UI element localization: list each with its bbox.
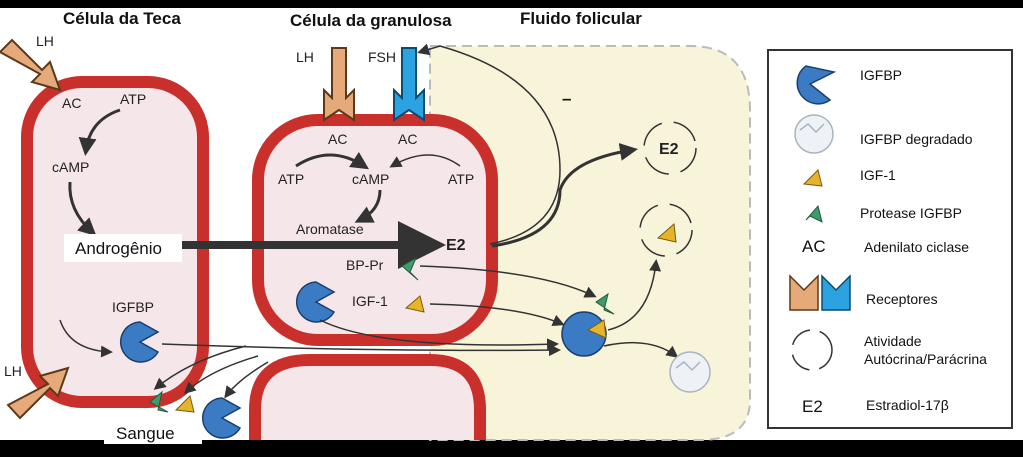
- blood-arrow-3: [224, 361, 269, 399]
- blood-label-box: [104, 420, 202, 444]
- e2-fluid-activity-icon: [643, 121, 697, 175]
- igf1-label: IGF-1: [352, 293, 388, 309]
- follicular-fluid-region: [429, 45, 751, 441]
- legend-receptors-label: Receptores: [866, 291, 938, 307]
- igfbp-theca-icon: [120, 321, 160, 363]
- lh-receptor-bottom-icon: [6, 366, 70, 420]
- androgen-label: Androgênio: [75, 239, 162, 258]
- igfbp-blood-icon: [202, 397, 242, 439]
- legend-degraded-icon: [794, 114, 834, 154]
- camp-label-granulosa: cAMP: [352, 171, 389, 187]
- protease-blood-icon: [149, 390, 169, 413]
- protease-granulosa-icon: [401, 256, 419, 281]
- header-fluid: Fluido folicular: [520, 9, 642, 28]
- camp-to-androgen-arrow: [68, 181, 97, 237]
- legend-degraded-label: IGFBP degradado: [860, 131, 973, 147]
- lh-label-top: LH: [36, 33, 54, 49]
- igfbp-gran-to-complex-arrow: [319, 319, 559, 351]
- fsh-receptor-icon: [393, 47, 425, 122]
- igfbp-entry-arrow: [59, 319, 113, 358]
- e2-label-fluid: E2: [659, 141, 679, 158]
- legend-igf1-label: IGF-1: [860, 167, 896, 183]
- androgen-label-box: [64, 234, 182, 262]
- legend-lh-receptor-icon: [789, 274, 819, 311]
- igf1-blood-icon: [174, 395, 195, 413]
- top-frame-bar: [0, 0, 1023, 8]
- lh-receptor-granulosa-icon: [323, 47, 355, 122]
- igfbp-label-theca: IGFBP: [112, 299, 154, 315]
- lh-receptor-top-icon: [0, 38, 62, 92]
- legend-ac-symbol: AC: [802, 237, 826, 256]
- blood-arrow-1: [153, 345, 247, 390]
- legend-activity-icon: [791, 329, 833, 371]
- ac-label-granulosa-right: AC: [398, 131, 417, 147]
- igfbp-theca-to-complex-arrow: [161, 343, 561, 357]
- atp-to-camp-arrow-gran-left: [295, 151, 370, 170]
- blood-label: Sangue: [116, 424, 175, 443]
- camp-label-theca: cAMP: [52, 159, 89, 175]
- ac-label-theca: AC: [62, 95, 81, 111]
- legend-igfbp-label: IGFBP: [860, 67, 902, 83]
- lh-label-granulosa: LH: [296, 49, 314, 65]
- igfbp-degraded-fluid-icon: [669, 351, 711, 393]
- complex-to-degraded-arrow: [603, 341, 679, 358]
- atp-to-camp-arrow-theca: [78, 108, 121, 156]
- protease-to-complex-arrow: [419, 265, 597, 298]
- igfbp-granulosa-icon: [296, 281, 336, 323]
- atp-label-granulosa-left: ATP: [278, 171, 304, 187]
- bp-pr-label: BP-Pr: [346, 257, 384, 273]
- header-granulosa: Célula da granulosa: [290, 11, 452, 30]
- legend-igfbp-icon: [796, 65, 837, 105]
- igf1-bound-icon: [586, 319, 607, 339]
- bottom-frame-bar: [0, 440, 1023, 457]
- legend-protease-label: Protease IGFBP: [860, 205, 962, 221]
- igf1-to-complex-arrow: [429, 303, 565, 326]
- aromatase-label: Aromatase: [296, 221, 364, 237]
- header-band: [0, 8, 1023, 40]
- legend-e2-symbol: E2: [802, 397, 823, 416]
- protease-bound-icon: [595, 292, 615, 315]
- legend-box: [767, 49, 1013, 429]
- legend-activity-label-2: Autócrina/Parácrina: [864, 351, 987, 367]
- legend-activity-label-1: Atividade: [864, 333, 922, 349]
- fsh-label: FSH: [368, 49, 396, 65]
- atp-label-granulosa-right: ATP: [448, 171, 474, 187]
- lh-label-bottom: LH: [4, 363, 22, 379]
- blood-arrow-2: [183, 355, 259, 395]
- igf1-granulosa-icon: [404, 295, 425, 313]
- legend-igf1-icon: [802, 169, 823, 187]
- legend-fsh-receptor-icon: [821, 274, 851, 311]
- atp-label-theca: ATP: [120, 91, 146, 107]
- e2-label-granulosa: E2: [446, 237, 466, 254]
- e2-to-fluid-arrow: [491, 143, 638, 248]
- complex-to-igf1-arrow: [607, 259, 662, 331]
- ac-label-granulosa-left: AC: [328, 131, 347, 147]
- neighbor-cell: [249, 354, 486, 440]
- igf1-fluid-icon: [656, 222, 677, 243]
- header-theca: Célula da Teca: [63, 9, 181, 28]
- negative-feedback-sign: –: [562, 89, 571, 108]
- camp-to-aromatase-arrow: [354, 189, 382, 223]
- legend-e2-label: Estradiol-17β: [866, 397, 949, 413]
- atp-to-camp-arrow-gran-right: [389, 154, 461, 168]
- legend-protease-icon: [805, 204, 823, 223]
- e2-feedback-arrow: [417, 43, 561, 245]
- igf1-fluid-activity-icon: [639, 203, 693, 257]
- legend-ac-label: Adenilato ciclase: [864, 239, 969, 255]
